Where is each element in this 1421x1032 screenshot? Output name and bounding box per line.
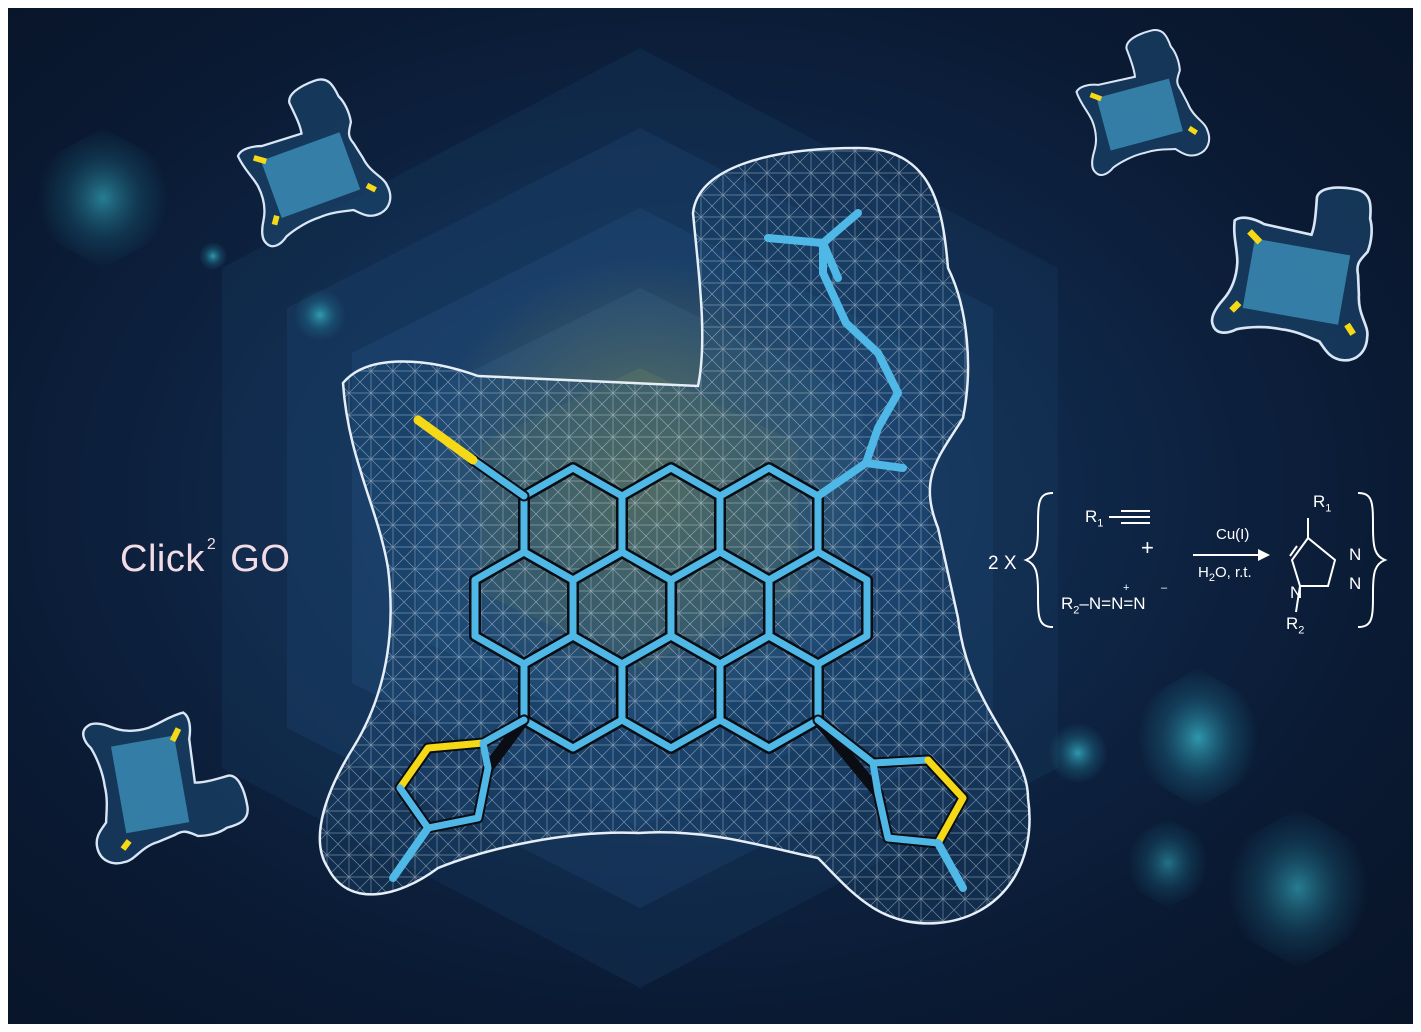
product-r1: R1 — [1313, 492, 1331, 514]
product-nitrogen-1: N — [1290, 583, 1303, 602]
product-r2-label: R — [1286, 614, 1299, 633]
conditions-prefix: H — [1198, 564, 1209, 581]
azide-r-subscript: 2 — [1073, 604, 1080, 617]
azide-minus-charge: – — [1161, 582, 1168, 594]
reaction-catalyst: Cu(I) — [1216, 526, 1250, 543]
conditions-subscript: 2 — [1208, 572, 1215, 584]
azide-chain: –N=N=N — [1079, 594, 1146, 613]
product-r1-label: R — [1313, 492, 1326, 511]
small-molecule-top-right-a — [1075, 28, 1211, 176]
product-r1-subscript: 1 — [1325, 502, 1332, 515]
small-molecule-bottom-left — [82, 711, 249, 865]
substituent-chains — [389, 209, 969, 892]
cover-title-superscript: 2 — [206, 536, 217, 553]
cover-title-main: Click — [120, 538, 205, 580]
azide-plus-charge: + — [1123, 582, 1130, 594]
cover-title-suffix: GO — [219, 538, 291, 580]
reactant-azide: R2–N=N=N+ – — [1061, 582, 1167, 617]
product-r2-subscript: 2 — [1298, 624, 1305, 637]
product-nitrogen-3: N — [1349, 574, 1362, 593]
azide-r-label: R — [1061, 594, 1074, 613]
equation-plus: + — [1141, 535, 1154, 560]
reaction-conditions: H2O, r.t. — [1198, 564, 1252, 584]
conditions-suffix: O, r.t. — [1214, 564, 1252, 581]
small-molecule-top-right-b — [1210, 186, 1373, 362]
alkyne-r-label: R — [1085, 507, 1098, 526]
small-molecule-top-left — [236, 78, 392, 248]
reactant-alkyne-r1: R1 — [1085, 507, 1103, 529]
equation-multiplier: 2 X — [988, 553, 1017, 574]
molecular-artwork — [38, 28, 1388, 988]
product-r2: R2 — [1286, 614, 1304, 636]
equation-structure — [1023, 492, 1388, 628]
alkyne-r-subscript: 1 — [1097, 517, 1104, 530]
product-nitrogen-2: N — [1349, 545, 1362, 564]
